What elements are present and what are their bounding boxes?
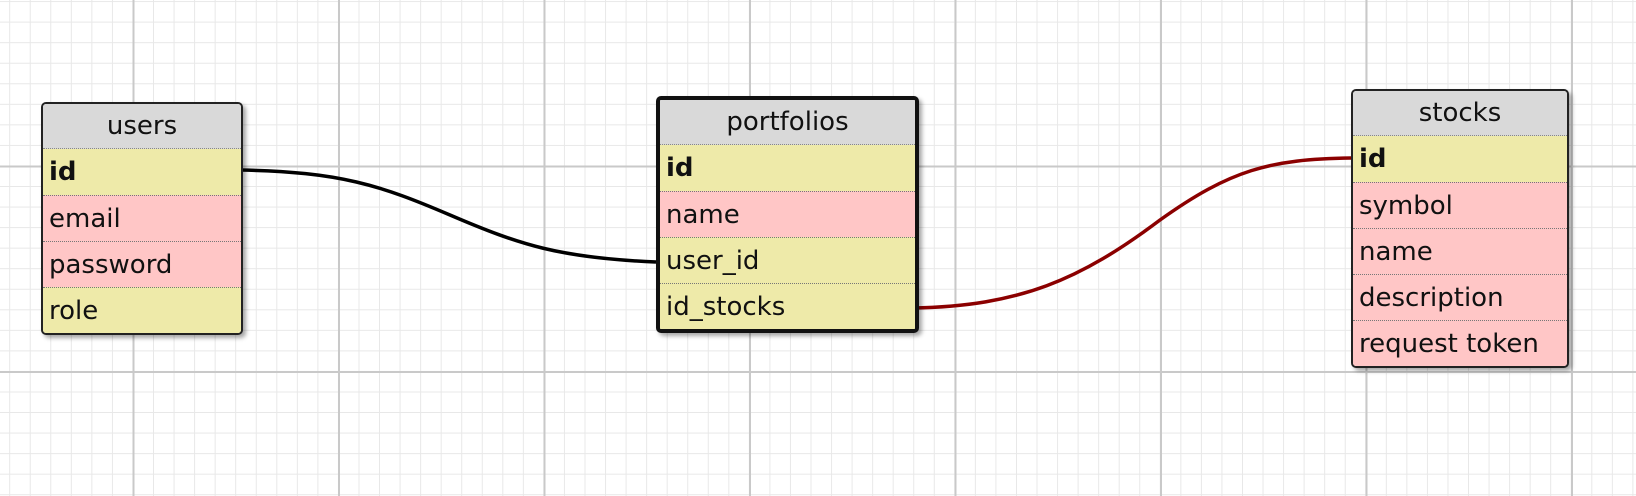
relation-portfolios-id-stocks-to-stocks-id[interactable] (912, 156, 1352, 310)
field-role[interactable]: role (43, 287, 241, 333)
table-users[interactable]: users id email password role (41, 102, 243, 335)
table-portfolios[interactable]: portfolios id name user_id id_stocks (656, 96, 919, 333)
field-id-stocks[interactable]: id_stocks (660, 283, 915, 329)
field-id[interactable]: id (1353, 136, 1567, 182)
field-email[interactable]: email (43, 195, 241, 241)
field-password[interactable]: password (43, 241, 241, 287)
table-stocks[interactable]: stocks id symbol name description reques… (1351, 89, 1569, 368)
table-title[interactable]: users (43, 104, 241, 149)
field-request-token[interactable]: request token (1353, 320, 1567, 366)
field-name[interactable]: name (1353, 228, 1567, 274)
relation-users-id-to-portfolios-user-id[interactable] (240, 168, 657, 264)
field-symbol[interactable]: symbol (1353, 182, 1567, 228)
field-name[interactable]: name (660, 191, 915, 237)
field-id[interactable]: id (43, 149, 241, 195)
table-title[interactable]: stocks (1353, 91, 1567, 136)
field-description[interactable]: description (1353, 274, 1567, 320)
field-id[interactable]: id (660, 145, 915, 191)
table-title[interactable]: portfolios (660, 100, 915, 145)
field-user-id[interactable]: user_id (660, 237, 915, 283)
